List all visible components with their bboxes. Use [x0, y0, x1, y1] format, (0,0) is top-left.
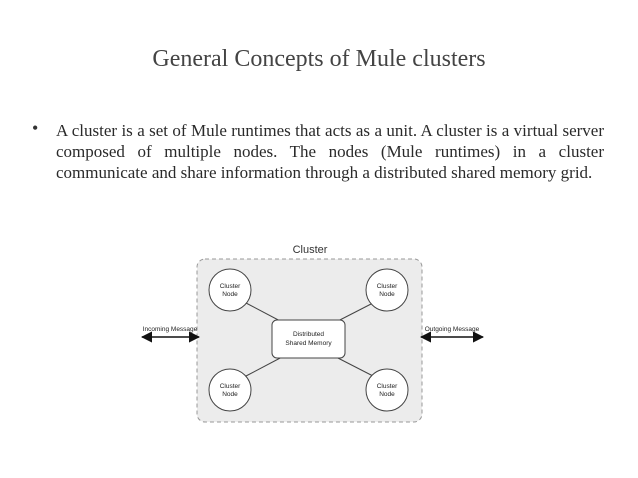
node-label-line2: Node [222, 291, 238, 298]
bullet-text: A cluster is a set of Mule runtimes that… [56, 121, 604, 182]
node-label-line2: Node [222, 391, 238, 398]
slide-title: General Concepts of Mule clusters [152, 46, 486, 72]
connector-node4-memory [333, 355, 374, 377]
distributed-shared-memory: Distributed Shared Memory [271, 319, 346, 359]
node-label-line1: Cluster [377, 283, 398, 290]
memory-label-line2: Shared Memory [285, 340, 332, 347]
node-label-line1: Cluster [377, 383, 398, 390]
memory-label-line1: Distributed [293, 331, 324, 338]
connector-node3-memory [245, 355, 285, 377]
node-label-line1: Cluster [220, 283, 241, 290]
node-label-line2: Node [379, 291, 395, 298]
outgoing-message-label: Outgoing Message [425, 326, 480, 333]
bullet-dot: • [32, 118, 39, 138]
node-label-line2: Node [379, 391, 395, 398]
cluster-label: Cluster [293, 244, 328, 256]
cluster-node-bottom-left: Cluster Node [208, 368, 252, 412]
cluster-node-top-right: Cluster Node [365, 268, 409, 312]
cluster-node-top-left: Cluster Node [208, 268, 252, 312]
incoming-message-label: Incoming Message [143, 326, 198, 333]
node-label-line1: Cluster [220, 383, 241, 390]
cluster-node-bottom-right: Cluster Node [365, 368, 409, 412]
